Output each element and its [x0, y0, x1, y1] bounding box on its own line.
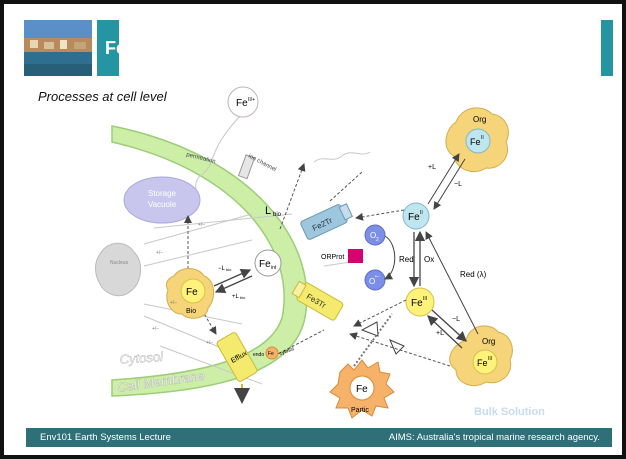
- svg-text:Fe: Fe: [236, 98, 248, 109]
- svg-text:Org: Org: [473, 115, 486, 124]
- iron-cell-diagram: Storage Vacuole Nucleus Fe II/+ permeati…: [95, 86, 545, 419]
- plus-minus-4: +/−: [152, 326, 159, 332]
- svg-text:Fe: Fe: [477, 358, 488, 368]
- plus-minus-3: +/−: [170, 300, 177, 306]
- plus-l-top: +L: [428, 164, 436, 171]
- svg-text:O: O: [369, 277, 375, 286]
- svg-text:bio: bio: [226, 267, 232, 272]
- svg-text:III: III: [423, 296, 427, 302]
- svg-text:bio: bio: [273, 212, 282, 218]
- storage-vacuole: Storage Vacuole: [123, 176, 201, 224]
- nucleus: Nucleus: [95, 242, 141, 297]
- o2-circle: O 2: [364, 224, 386, 246]
- svg-text:Fe: Fe: [408, 212, 420, 223]
- org-top-blob: Org Fe II: [445, 107, 509, 172]
- ion-channel-shape: [237, 154, 256, 180]
- svg-text:Fe: Fe: [470, 137, 481, 147]
- svg-text:Fe: Fe: [411, 298, 423, 309]
- red-lambda-label: Red (λ): [460, 270, 487, 279]
- cell-membrane-band: [111, 125, 308, 397]
- plus-lbio-label: +L bio: [232, 294, 246, 300]
- footer-course-label: Env101 Earth Systems Lecture: [40, 432, 171, 443]
- svg-text:+L: +L: [232, 294, 240, 300]
- svg-text:Fe: Fe: [356, 384, 368, 395]
- fe-partic-blob: Fe Partic: [329, 359, 395, 419]
- efflux-transporter: Efflux: [216, 332, 258, 382]
- svg-text:Fe: Fe: [259, 259, 271, 270]
- svg-text:int: int: [271, 265, 277, 271]
- minus-l-top: −L: [454, 181, 462, 188]
- nucleus-label: Nucleus: [110, 260, 129, 266]
- slide-subtitle: Processes at cell level: [38, 89, 167, 104]
- svg-text:bio: bio: [240, 295, 246, 300]
- orprot-box: [348, 249, 363, 263]
- cytosol-label: Cytosol: [119, 349, 164, 367]
- fe-ii-bulk-circle: Fe II: [402, 202, 430, 230]
- minus-lbio-label: −L bio: [218, 266, 232, 272]
- fe-iii-bulk-circle: Fe III: [405, 287, 435, 317]
- svg-text:−L: −L: [218, 266, 226, 272]
- svg-text:II/+: II/+: [248, 97, 255, 103]
- svg-text:III: III: [488, 356, 492, 362]
- fe-top-circle: Fe II/+: [227, 86, 259, 118]
- footer-organization-label: AIMS: Australia's tropical marine resear…: [388, 432, 600, 443]
- light-triangle-1: [360, 321, 379, 337]
- svg-text:cytosis: cytosis: [279, 346, 296, 357]
- ox-label: Ox: [424, 255, 434, 264]
- footer-bar: Env101 Earth Systems Lecture AIMS: Austr…: [26, 428, 612, 447]
- bulk-solution-label: Bulk Solution: [474, 406, 545, 418]
- l-bio-top: L bio: [265, 205, 282, 218]
- plus-minus-2: +/−: [156, 250, 163, 256]
- svg-text:Fe: Fe: [186, 287, 198, 298]
- superoxide-circle: O •−: [364, 269, 386, 291]
- endocytosis: endo Fe cytosis: [253, 346, 296, 360]
- plus-minus-1: +/−: [198, 222, 205, 228]
- partic-label: Partic: [351, 407, 369, 414]
- plus-minus-5: +/−: [206, 340, 213, 346]
- slide-title: Fe: [97, 20, 119, 76]
- plus-l-bottom: +L: [436, 330, 444, 337]
- svg-text:endo: endo: [253, 352, 264, 358]
- fe-bio-blob: Fe Bio: [165, 268, 214, 319]
- svg-text:Org: Org: [482, 337, 495, 346]
- svg-text:2: 2: [376, 237, 379, 243]
- fe2tr-transporter: Fe2Tr: [300, 203, 353, 240]
- svg-text:O: O: [370, 231, 376, 240]
- red-label: Red: [399, 255, 414, 264]
- svg-text:II: II: [420, 210, 423, 216]
- coastal-photo-image: [24, 20, 92, 76]
- header-photo: [24, 20, 92, 76]
- fe-int-circle: Fe int: [254, 249, 282, 277]
- svg-text:•−: •−: [375, 274, 380, 280]
- svg-text:L: L: [265, 205, 271, 217]
- svg-text:Fe: Fe: [268, 351, 274, 357]
- o2-reduction-arrow: [384, 235, 396, 280]
- orprot-label: ORProt: [321, 254, 344, 261]
- fe3tr-transporter: Fe3Tr: [291, 280, 344, 321]
- vacuole-label: Vacuole: [148, 200, 177, 209]
- header-accent-bar: [601, 20, 613, 76]
- minus-l-bottom: −L: [452, 316, 460, 323]
- svg-text:II: II: [481, 135, 484, 141]
- bio-label: Bio: [186, 308, 196, 315]
- storage-label: Storage: [148, 189, 177, 198]
- light-triangle-2: [389, 339, 405, 355]
